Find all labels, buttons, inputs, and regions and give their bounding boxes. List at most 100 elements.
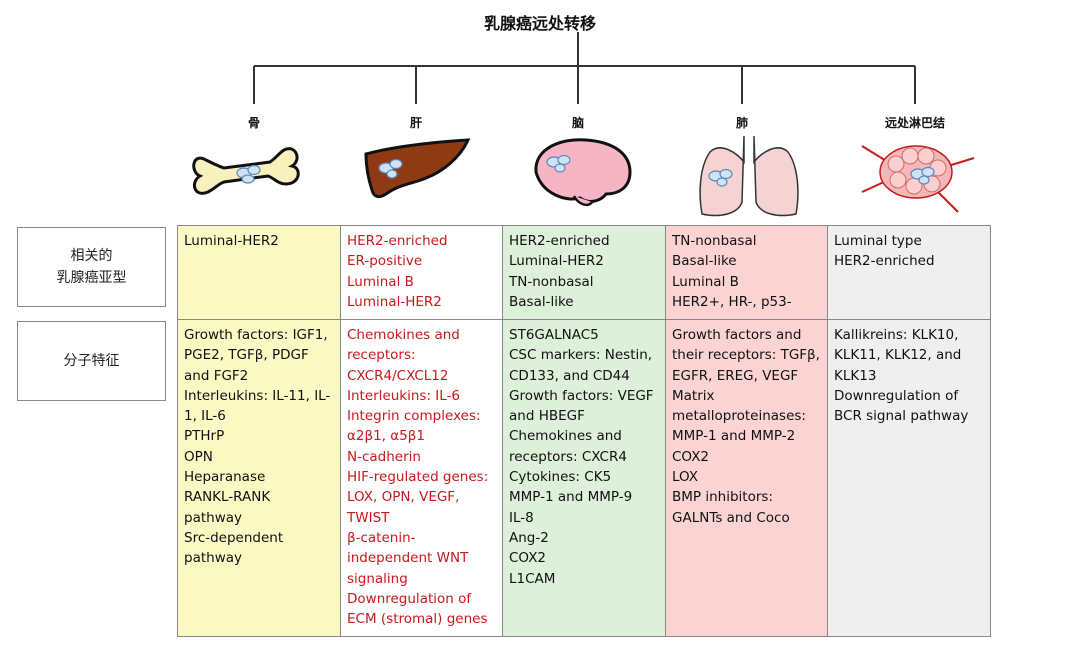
organ-label-lymph-node: 远处淋巴结 — [884, 116, 945, 130]
diagram-title: 乳腺癌远处转移 — [483, 14, 596, 33]
subtype-line: TN-nonbasal — [672, 233, 757, 249]
bone-icon — [192, 147, 300, 195]
feature-line: KLK13 — [834, 367, 877, 384]
feature-line: CXCR4/CXCL12 — [347, 367, 449, 384]
subtype-line: Basal-like — [672, 253, 737, 270]
tree-connectors — [253, 32, 916, 104]
lung-icon — [699, 135, 799, 217]
organ-label-lung: 肺 — [735, 116, 748, 130]
feature-line: Downregulation of — [347, 590, 472, 607]
feature-line: Ang-2 — [509, 529, 549, 546]
subtype-cell-bone: Luminal-HER2 — [177, 225, 341, 320]
feature-line: Heparanase — [184, 469, 266, 486]
feature-line: Chemokines and — [509, 428, 622, 445]
subtype-line: Basal-like — [509, 293, 574, 310]
feature-line: GALNTs and Coco — [672, 509, 790, 526]
feature-line: MMP-1 and MMP-2 — [672, 428, 796, 445]
feature-line: Src-dependent — [184, 529, 284, 546]
row-label-features: 分子特征 — [17, 321, 166, 401]
row-label-subtypes: 相关的 乳腺癌亚型 — [17, 227, 166, 307]
feature-cell-bone: Growth factors: IGF1, PGE2, TGFβ, PDGF and… — [177, 319, 341, 637]
row-label-subtypes-line: 相关的 — [70, 248, 113, 264]
feature-line: 1, IL-6 — [184, 408, 226, 425]
feature-line: and HBEGF — [509, 408, 585, 425]
subtype-line: Luminal-HER2 — [184, 233, 279, 249]
feature-line: Cytokines: CK5 — [509, 469, 612, 486]
feature-line: HIF-regulated genes: — [347, 469, 489, 486]
feature-line: LOX — [672, 469, 699, 486]
feature-line: IL-8 — [509, 509, 534, 526]
feature-line: pathway — [184, 550, 242, 567]
feature-line: their receptors: TGFβ, — [672, 347, 820, 364]
feature-line: MMP-1 and MMP-9 — [509, 489, 633, 506]
feature-line: Growth factors: VEGF — [509, 387, 654, 404]
subtype-line: Luminal-HER2 — [509, 253, 604, 270]
feature-line: Downregulation of — [834, 387, 959, 404]
feature-line: COX2 — [509, 550, 547, 567]
organ-label-brain: 脑 — [571, 116, 584, 130]
liver-icon — [364, 138, 471, 199]
feature-line: β-catenin- — [347, 529, 416, 546]
subtype-line: Luminal-HER2 — [347, 293, 442, 310]
feature-line: CSC markers: Nestin, — [509, 347, 653, 364]
feature-line: TWIST — [347, 509, 390, 526]
feature-line: RANKL-RANK — [184, 489, 271, 506]
feature-line: Interleukins: IL-6 — [347, 387, 461, 404]
feature-line: PGE2, TGFβ, PDGF — [184, 347, 309, 364]
subtype-line: Luminal B — [672, 273, 739, 290]
feature-cell-lung: Growth factors and their receptors: TGFβ,… — [665, 319, 828, 637]
feature-line: OPN — [184, 448, 213, 465]
feature-line: pathway — [184, 509, 242, 526]
feature-line: ST6GALNAC5 — [509, 327, 599, 343]
subtype-line: TN-nonbasal — [509, 273, 594, 290]
row-label-features-line: 分子特征 — [63, 353, 120, 369]
feature-line: Growth factors and — [672, 327, 802, 343]
feature-line: ECM (stromal) genes — [347, 611, 488, 628]
feature-line: signaling — [347, 570, 408, 587]
subtype-line: ER-positive — [347, 253, 423, 270]
subtype-line: Luminal B — [347, 273, 414, 290]
feature-line: CD133, and CD44 — [509, 367, 630, 384]
feature-line: BMP inhibitors: — [672, 489, 773, 506]
feature-row: Growth factors: IGF1, PGE2, TGFβ, PDGF and… — [177, 319, 991, 637]
organ-label-bone: 骨 — [247, 116, 260, 130]
feature-line: and FGF2 — [184, 367, 249, 384]
subtype-line: Luminal type — [834, 233, 922, 249]
feature-line: PTHrP — [184, 428, 225, 445]
feature-line: receptors: CXCR4 — [509, 448, 627, 465]
row-label-subtypes-line: 乳腺癌亚型 — [56, 270, 127, 286]
feature-line: Interleukins: IL-11, IL- — [184, 387, 331, 404]
feature-line: COX2 — [672, 448, 710, 465]
subtype-line: HER2-enriched — [834, 253, 935, 270]
subtype-line: HER2-enriched — [347, 233, 448, 249]
feature-line: independent WNT — [347, 550, 469, 567]
feature-line: Integrin complexes: — [347, 408, 481, 425]
feature-line: Growth factors: IGF1, — [184, 327, 328, 343]
feature-line: Chemokines and — [347, 327, 460, 343]
feature-line: Matrix — [672, 387, 715, 404]
subtype-line: HER2-enriched — [509, 233, 610, 249]
organ-label-liver: 肝 — [409, 116, 422, 130]
brain-icon — [534, 138, 632, 207]
feature-line: LOX, OPN, VEGF, — [347, 489, 460, 506]
lymph-node-icon — [861, 145, 975, 213]
feature-line: L1CAM — [509, 570, 556, 587]
feature-line: receptors: — [347, 347, 416, 364]
feature-line: Kallikreins: KLK10, — [834, 327, 959, 343]
feature-line: BCR signal pathway — [834, 408, 969, 425]
subtype-line: HER2+, HR-, p53- — [672, 293, 792, 310]
feature-line: α2β1, α5β1 — [347, 428, 425, 445]
feature-line: EGFR, EREG, VEGF — [672, 367, 799, 384]
feature-line: KLK11, KLK12, and — [834, 347, 962, 364]
feature-line: metalloproteinases: — [672, 408, 806, 425]
feature-line: N-cadherin — [347, 448, 421, 465]
